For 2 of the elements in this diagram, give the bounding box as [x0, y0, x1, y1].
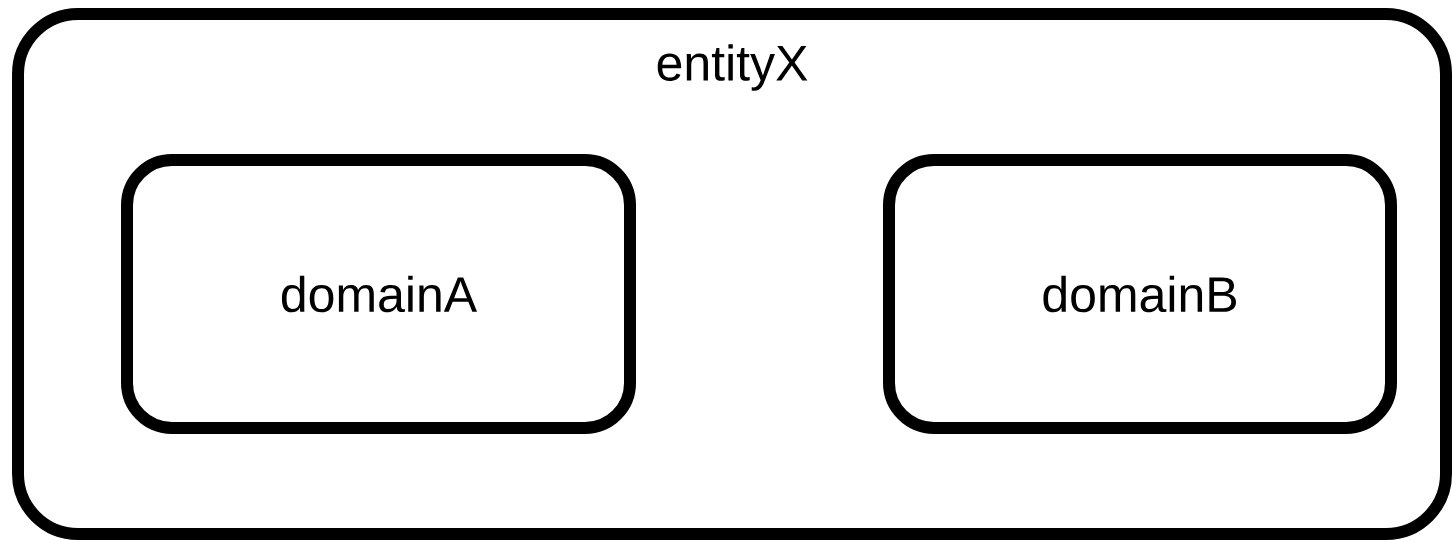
rounded-box: domainB — [883, 154, 1397, 434]
rounded-box: domainA — [121, 154, 636, 434]
